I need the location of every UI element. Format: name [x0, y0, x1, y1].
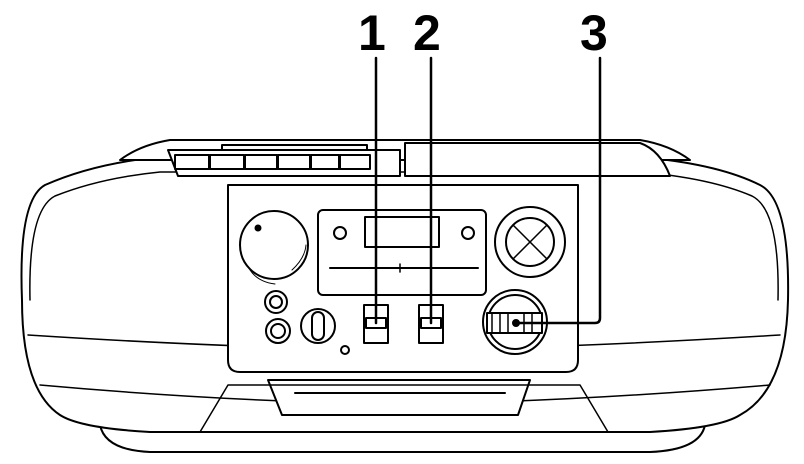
deck-button[interactable]	[277, 154, 311, 170]
mode-control-cross	[512, 224, 548, 260]
volume-knob-indicator	[254, 224, 262, 232]
tuning-dial-ticks	[491, 312, 533, 334]
deck-button[interactable]	[174, 154, 210, 170]
callout-label-2: 2	[413, 5, 441, 61]
deck-button[interactable]	[244, 154, 278, 170]
indicator-led	[340, 345, 350, 355]
small-button-bottom-inner	[270, 323, 286, 339]
display-screw-right	[461, 226, 475, 240]
lower-slot	[267, 379, 531, 416]
volume-knob[interactable]	[239, 210, 309, 280]
rotary-switch[interactable]	[300, 308, 336, 344]
leader-line-3	[514, 56, 602, 325]
callout-label-1: 1	[358, 5, 386, 61]
deck-button[interactable]	[209, 154, 245, 170]
small-button-top[interactable]	[264, 290, 288, 314]
display-window	[364, 216, 440, 248]
small-button-top-inner	[269, 295, 283, 309]
display-panel	[317, 209, 487, 296]
lid-slot	[221, 144, 368, 151]
knob-ridges	[249, 244, 307, 285]
top-buttons	[174, 154, 371, 170]
callout-label-3: 3	[580, 5, 608, 61]
mode-control-inner	[505, 217, 555, 267]
display-screw-left	[333, 226, 347, 240]
cd-lid	[404, 142, 671, 177]
small-button-bottom[interactable]	[265, 318, 291, 344]
deck-button[interactable]	[310, 154, 340, 170]
rotary-switch-grip	[311, 311, 325, 341]
bottom-recess	[199, 384, 609, 433]
deck-button[interactable]	[339, 154, 371, 170]
